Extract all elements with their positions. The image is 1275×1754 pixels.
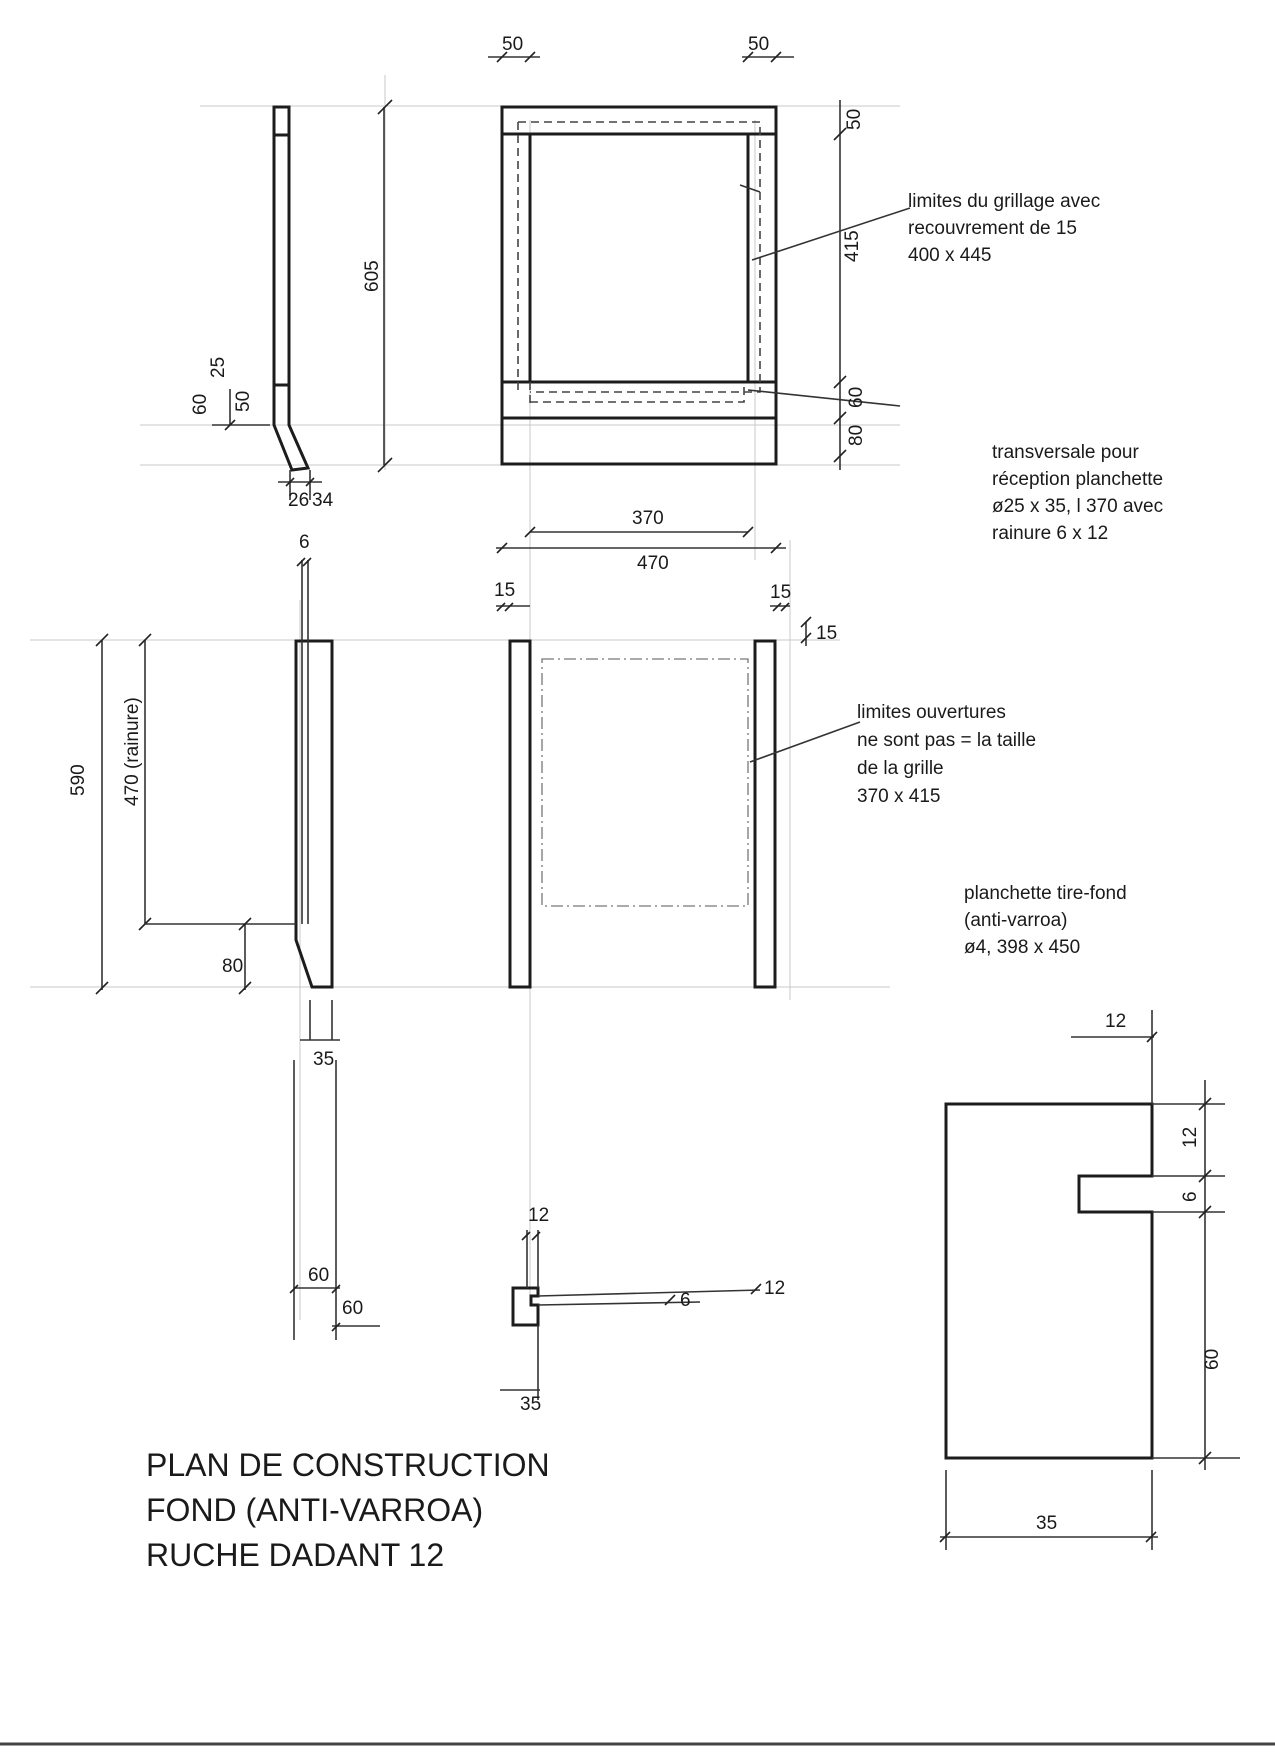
title-line-2: FOND (ANTI-VARROA) [146,1492,483,1528]
note-transversale-line-4: rainure 6 x 12 [992,523,1108,544]
dim-height-605: 605 [362,260,383,292]
small-rail-section [500,1230,762,1400]
dim-height-590: 590 [68,764,89,796]
frame-openings-view [496,602,861,989]
dim-top-left-50: 50 [502,34,523,55]
dim-frame-15-right: 15 [770,582,791,603]
dim-detail-12-top: 12 [1105,1011,1126,1032]
dim-width-370: 370 [632,508,664,529]
title-line-1: PLAN DE CONSTRUCTION [146,1447,550,1483]
note-grillage-line-1: limites du grillage avec [908,191,1100,212]
dim-small-35: 35 [520,1394,541,1415]
note-transversale: transversale pour réception planchette ø… [992,442,1163,544]
note-ouvertures-line-3: de la grille [857,758,944,779]
title-line-3: RUCHE DADANT 12 [146,1537,444,1573]
note-transversale-line-1: transversale pour [992,442,1139,463]
dim-detail-60-v: 60 [1202,1349,1223,1370]
drawing-title: PLAN DE CONSTRUCTION FOND (ANTI-VARROA) … [146,1447,550,1573]
dim-small-6: 6 [680,1290,691,1311]
dim-section-60a: 60 [308,1265,329,1286]
note-transversale-line-2: réception planchette [992,469,1163,490]
dim-section-60b: 60 [342,1298,363,1319]
side-profile-top [212,105,322,500]
note-grillage-line-2: recouvrement de 15 [908,218,1077,239]
construction-guides [30,75,900,1320]
frame-plan-top [500,105,778,466]
dim-detail-6-v: 6 [1180,1191,1201,1202]
note-grillage-line-3: 400 x 445 [908,245,991,266]
note-ouvertures: limites ouvertures ne sont pas = la tail… [857,702,1036,807]
note-grillage: limites du grillage avec recouvrement de… [908,191,1100,266]
dim-side-25: 25 [208,357,229,378]
dim-side-60: 60 [190,394,211,415]
dim-detail-12-v: 12 [1180,1127,1201,1148]
dim-frame-15-left: 15 [494,580,515,601]
dim-width-lines [496,526,786,554]
dim-rail-80: 80 [222,956,243,977]
dim-top-right-50: 50 [748,34,769,55]
note-planchette-line-1: planchette tire-fond [964,883,1127,904]
dim-right-60: 60 [846,387,867,408]
dim-right-80: 80 [846,425,867,446]
dim-detail-35: 35 [1036,1513,1057,1534]
dim-right-415: 415 [842,230,863,262]
dim-side-50: 50 [233,391,254,412]
groove-detail [939,1010,1240,1550]
dim-605-line [377,99,393,473]
dim-lines-top-frame [488,51,911,470]
note-ouvertures-line-1: limites ouvertures [857,702,1006,723]
note-planchette: planchette tire-fond (anti-varroa) ø4, 3… [964,883,1127,958]
dim-side-34: 34 [312,490,334,511]
note-planchette-line-3: ø4, 398 x 450 [964,937,1080,958]
dim-small-12-right: 12 [764,1278,785,1299]
dim-right-50: 50 [844,109,865,130]
note-ouvertures-line-2: ne sont pas = la taille [857,730,1036,751]
note-planchette-line-2: (anti-varroa) [964,910,1067,931]
dim-rail-35: 35 [313,1049,334,1070]
dim-rail-6: 6 [299,532,310,553]
dim-small-12-top: 12 [528,1205,549,1226]
dim-width-470: 470 [637,553,669,574]
note-transversale-line-3: ø25 x 35, l 370 avec [992,496,1163,517]
rail-side-view [95,557,340,1041]
dim-side-26: 26 [288,490,309,511]
dim-height-470-rainure: 470 (rainure) [122,697,143,806]
note-ouvertures-line-4: 370 x 415 [857,786,940,807]
dim-frame-15-top: 15 [816,623,837,644]
section-dims-left [289,1060,380,1340]
